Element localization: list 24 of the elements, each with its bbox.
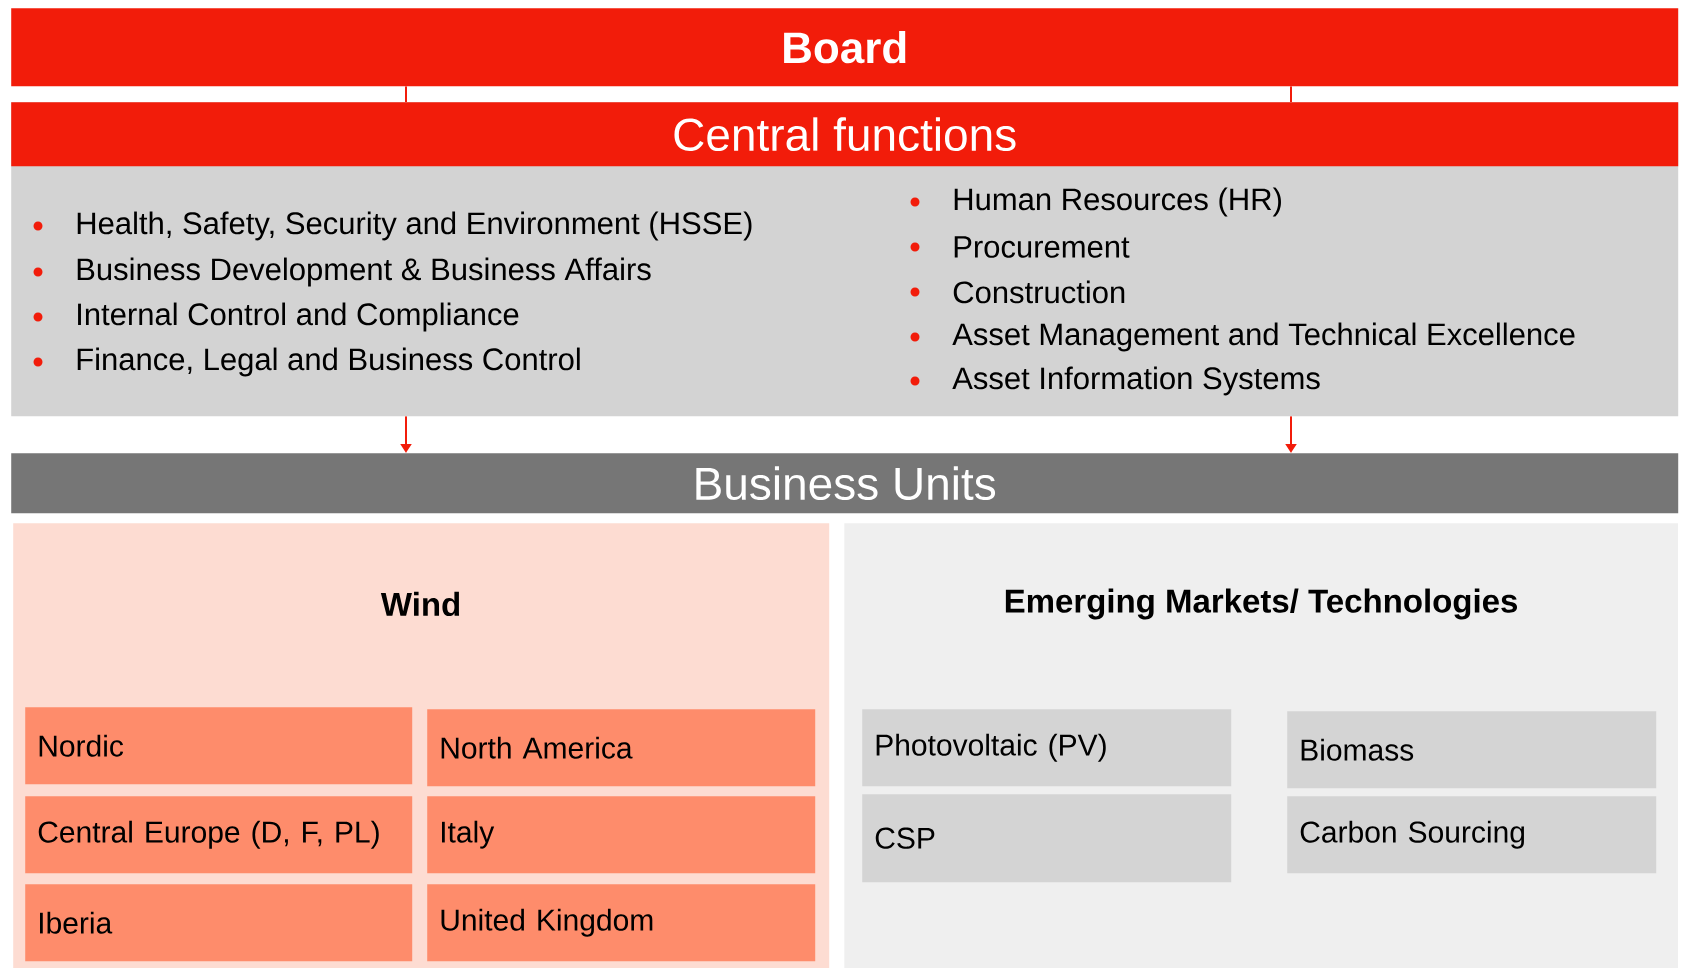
region-box: Carbon Sourcing (1287, 796, 1657, 874)
connector-line (405, 85, 407, 103)
title-band: Board (11, 8, 1679, 87)
bullet-item: Health, Safety, Security and Environment (HSSE) (33, 211, 752, 241)
bullet-item: Human Resources (HR) (910, 187, 1281, 217)
region-box: CSP (862, 794, 1232, 883)
section-band: Business Units (11, 453, 1679, 514)
bullet-item: Asset Management and Technical Excellence (910, 322, 1575, 352)
connector-line (1290, 85, 1292, 103)
region-box: Iberia (25, 884, 413, 962)
region-box: North America (427, 709, 816, 787)
region-box: Biomass (1287, 711, 1657, 789)
bullet-item: Internal Control and Compliance (33, 302, 519, 332)
region-box: United Kingdom (427, 884, 816, 962)
region-box: Nordic (25, 707, 413, 785)
bullet-item: Finance, Legal and Business Control (33, 347, 580, 377)
bullet-item: Procurement (910, 236, 1130, 258)
region-box: Photovoltaic (PV) (862, 709, 1232, 787)
bullet-item: Business Development & Business Affairs (33, 257, 651, 287)
bullet-item: Construction (910, 280, 1125, 304)
region-box: Central Europe (D, F, PL) (25, 796, 413, 874)
region-box: Italy (427, 796, 816, 874)
bullet-item: Asset Information Systems (910, 366, 1320, 396)
panel-heading: Central functions (11, 102, 1679, 167)
